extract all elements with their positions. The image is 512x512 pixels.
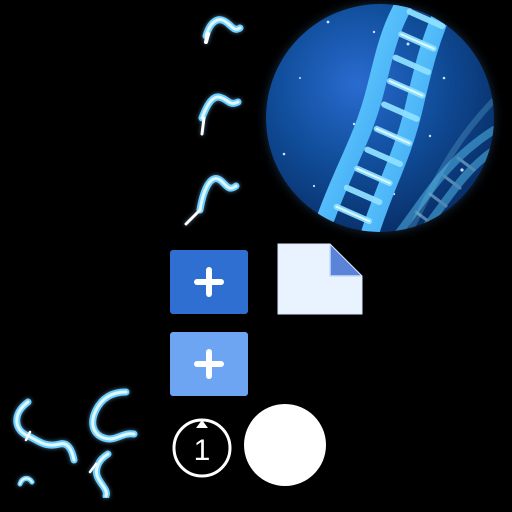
badge-number: 1 xyxy=(194,434,211,467)
squiggle-strand-icon-1 xyxy=(198,8,246,50)
squiggle-strand-icon-2 xyxy=(192,84,246,140)
plus-icon xyxy=(194,267,224,297)
squiggle-strand-icon-6 xyxy=(78,446,128,500)
squiggle-strand-icon-4 xyxy=(4,392,86,476)
plus-icon xyxy=(194,349,224,379)
document-page-icon xyxy=(272,240,368,320)
squiggle-strand-icon-3 xyxy=(172,162,248,230)
add-button-secondary[interactable] xyxy=(170,332,248,396)
dna-helix-image xyxy=(266,4,494,232)
numbered-badge-icon: 1 xyxy=(170,414,234,478)
squiggle-strand-icon-5 xyxy=(82,384,140,458)
add-button-primary[interactable] xyxy=(170,250,248,314)
squiggle-strand-icon-7 xyxy=(12,470,40,494)
white-circle-button[interactable] xyxy=(244,404,326,486)
